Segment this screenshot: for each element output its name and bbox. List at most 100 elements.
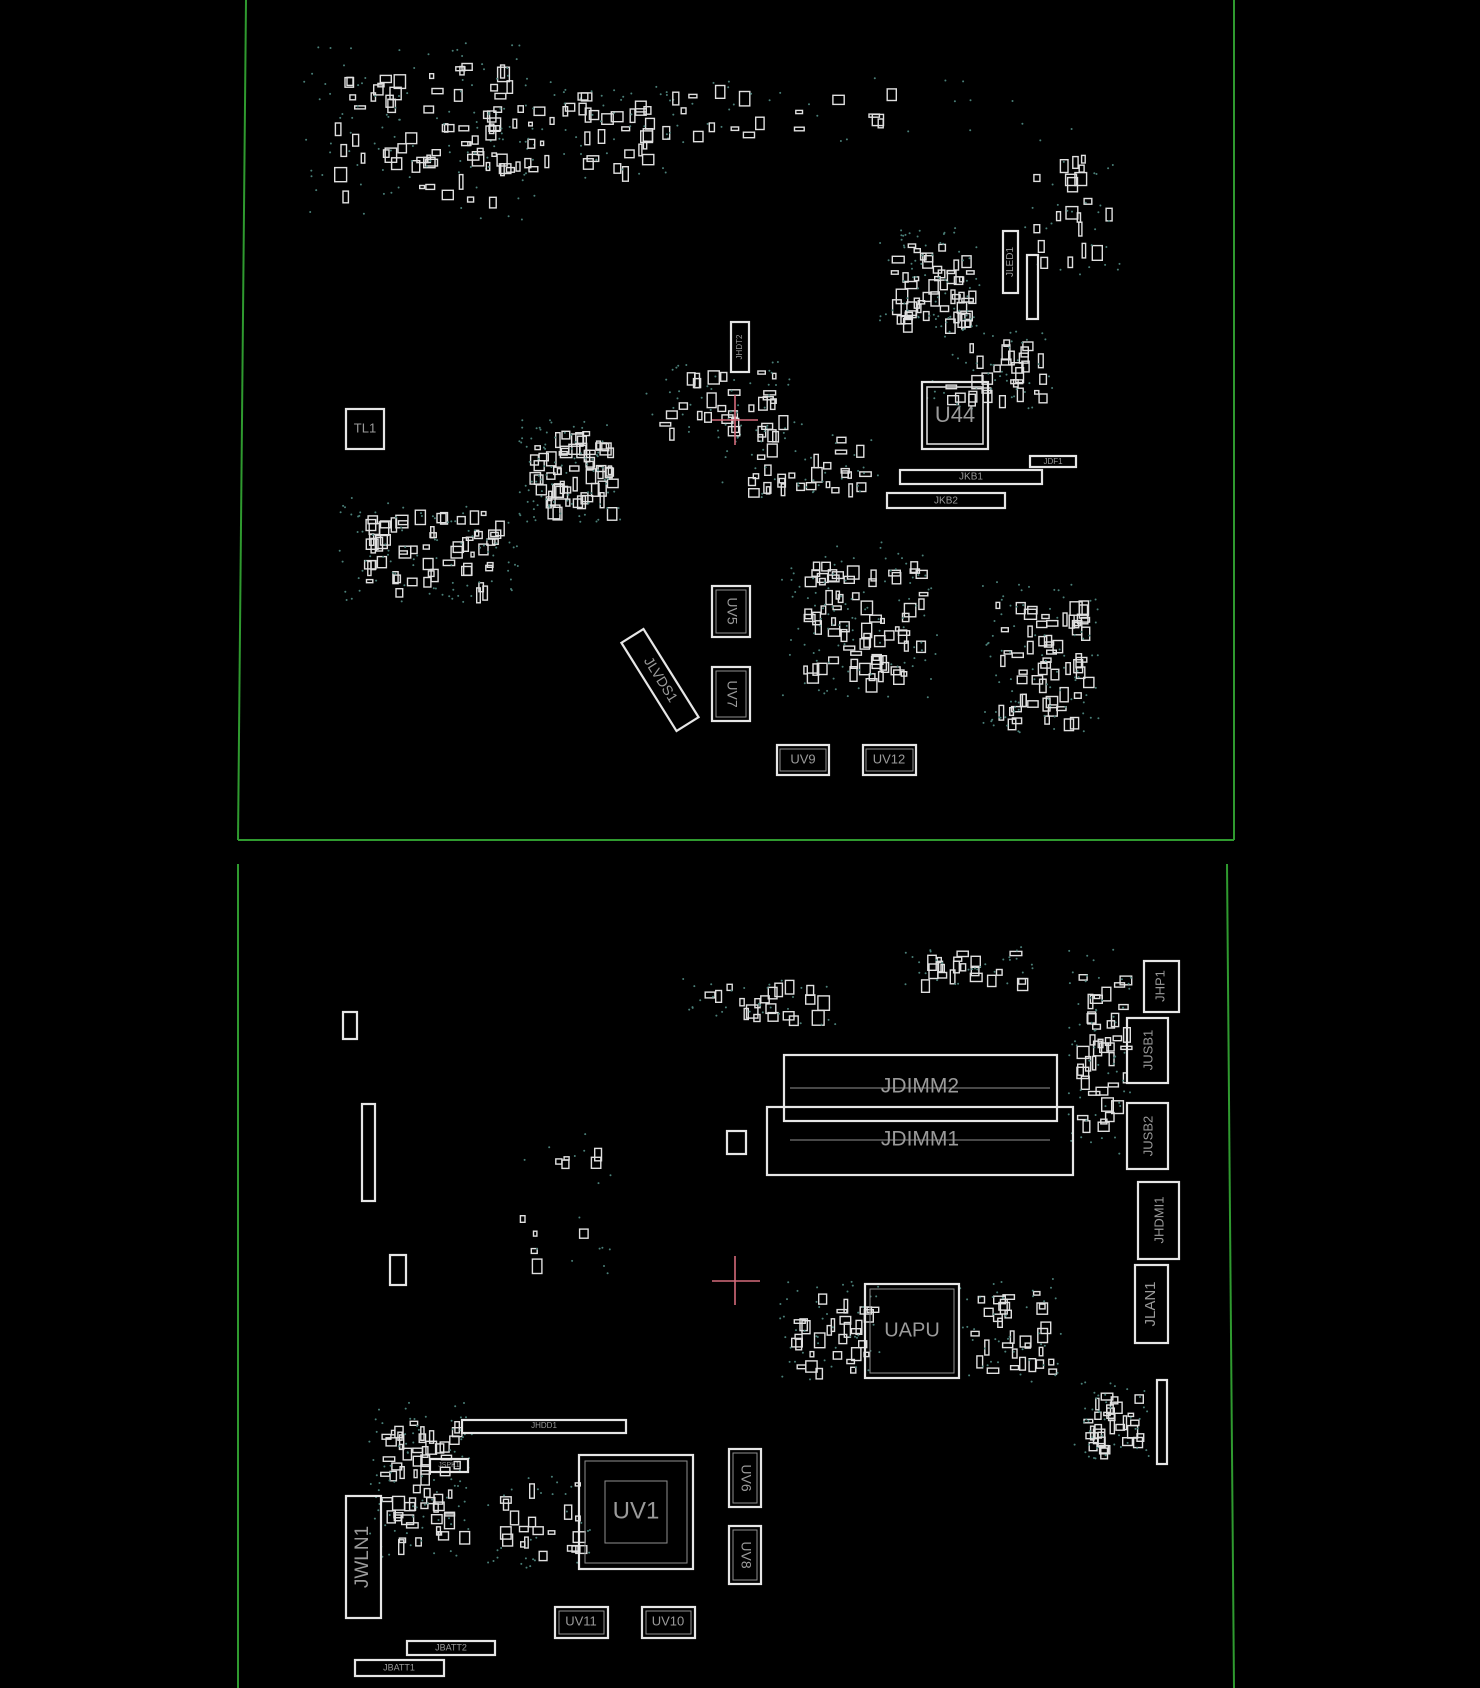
via (518, 512, 521, 515)
smd-pad (976, 355, 984, 370)
via (1007, 1337, 1009, 1340)
component-JBATT1[interactable]: JBATT1 (353, 1658, 446, 1678)
component-U44[interactable]: U44 (920, 380, 990, 451)
via (918, 229, 921, 232)
smd-pad (458, 173, 464, 190)
smd-pad (1038, 1346, 1044, 1357)
component-UV7[interactable]: UV7 (710, 665, 752, 723)
component-JKB2[interactable]: JKB2 (885, 491, 1007, 510)
smd-pad (439, 511, 449, 525)
component-JLVDS1[interactable]: JLVDS1 (619, 627, 701, 733)
via (1089, 599, 1092, 602)
via (827, 587, 830, 590)
smd-pad (796, 1364, 807, 1370)
via (433, 1479, 435, 1481)
component-JLED1[interactable]: JLED1 (1001, 229, 1020, 295)
via (1051, 1278, 1054, 1280)
via (359, 511, 362, 514)
via (795, 1329, 797, 1332)
via (490, 580, 493, 583)
component-JDF1[interactable]: JDF1 (1028, 454, 1078, 469)
via (1074, 676, 1077, 679)
component-JBATT2[interactable]: JBATT2 (405, 1639, 497, 1657)
via (994, 1338, 997, 1341)
via (402, 506, 405, 509)
via (749, 382, 752, 385)
smd-pad (954, 392, 966, 403)
via (1050, 1286, 1052, 1289)
smd-pad (859, 471, 872, 478)
via (1010, 340, 1013, 343)
via (994, 711, 997, 713)
component-UV1[interactable]: UV1 (577, 1453, 695, 1571)
component-UAPU[interactable]: UAPU (863, 1282, 961, 1380)
via (894, 568, 897, 571)
component-JHDT2[interactable]: JHDT2 (729, 320, 751, 374)
component-UV6[interactable]: UV6 (727, 1447, 763, 1509)
component-UV8[interactable]: UV8 (727, 1524, 763, 1586)
smd-pad (970, 965, 980, 977)
component-JLAN1[interactable]: JLAN1 (1133, 1263, 1170, 1345)
smd-pad (1073, 659, 1084, 674)
via (583, 513, 586, 516)
via (509, 578, 512, 581)
component-TL1[interactable]: TL1 (344, 407, 386, 451)
smd-pad (1038, 1303, 1046, 1310)
component-JSPK1[interactable]: JSPK1 (428, 1457, 470, 1474)
via (393, 1480, 396, 1483)
smd-pad (435, 1526, 442, 1536)
via (920, 641, 923, 644)
component-JHDD1[interactable]: JHDD1 (460, 1418, 628, 1435)
via (791, 595, 794, 598)
smd-pad (866, 1306, 880, 1314)
smd-pad (1086, 1013, 1097, 1024)
smd-pad (461, 140, 471, 147)
via (1013, 710, 1016, 713)
component-JKB1[interactable]: JKB1 (898, 468, 1044, 486)
smd-pad (478, 543, 489, 556)
component-UV9[interactable]: UV9 (775, 743, 831, 777)
via (1107, 167, 1110, 170)
via (597, 451, 600, 454)
component-JHP1[interactable]: JHP1 (1142, 959, 1181, 1014)
smd-pad (861, 622, 873, 639)
via (934, 300, 937, 303)
smd-pad (1112, 1035, 1123, 1042)
via (687, 430, 690, 433)
via (932, 313, 935, 316)
via (361, 530, 364, 533)
component-JWLN1[interactable]: JWLN1 (344, 1494, 383, 1620)
smd-pad (494, 92, 507, 100)
via (1025, 338, 1028, 341)
smd-pad (527, 138, 536, 149)
via (1091, 1408, 1094, 1411)
component-UV5[interactable]: UV5 (710, 584, 752, 639)
component-UV11[interactable]: UV11 (553, 1605, 610, 1640)
smd-pad (1004, 1309, 1012, 1319)
component-JUSB1[interactable]: JUSB1 (1125, 1016, 1170, 1085)
via (424, 1415, 427, 1418)
component-JHDMI1[interactable]: JHDMI1 (1136, 1180, 1181, 1261)
via (433, 1552, 436, 1555)
via (769, 1006, 772, 1009)
smd-pad (836, 436, 847, 444)
via (590, 90, 593, 93)
component-UV12[interactable]: UV12 (861, 743, 918, 777)
component-JDIMM1[interactable]: JDIMM1 (765, 1105, 1075, 1177)
smd-pad (1076, 1114, 1089, 1121)
via (435, 1491, 438, 1493)
via (435, 557, 438, 560)
smd-pad (950, 289, 956, 305)
component-UV10[interactable]: UV10 (640, 1605, 697, 1640)
via (691, 1006, 694, 1009)
component-JUSB2[interactable]: JUSB2 (1125, 1101, 1170, 1171)
via (966, 295, 969, 298)
smd-pad (491, 152, 498, 157)
component-JDIMM2[interactable]: JDIMM2 (782, 1053, 1059, 1123)
smd-pad (1020, 346, 1029, 358)
smd-pad (662, 125, 671, 140)
smd-pad (482, 110, 491, 120)
smd-pad (916, 640, 927, 654)
via (941, 962, 944, 964)
